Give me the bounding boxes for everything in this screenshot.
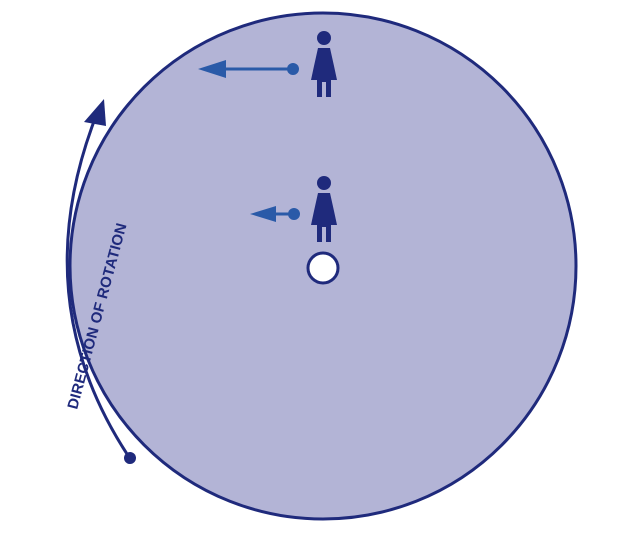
person-icon xyxy=(311,176,337,242)
inner-velocity-arrow-icon xyxy=(250,206,300,222)
person-icon xyxy=(311,31,337,97)
center-hub-icon xyxy=(306,251,340,285)
rim-velocity-arrow-icon xyxy=(198,60,299,78)
curved-arrow-icon xyxy=(65,99,136,464)
